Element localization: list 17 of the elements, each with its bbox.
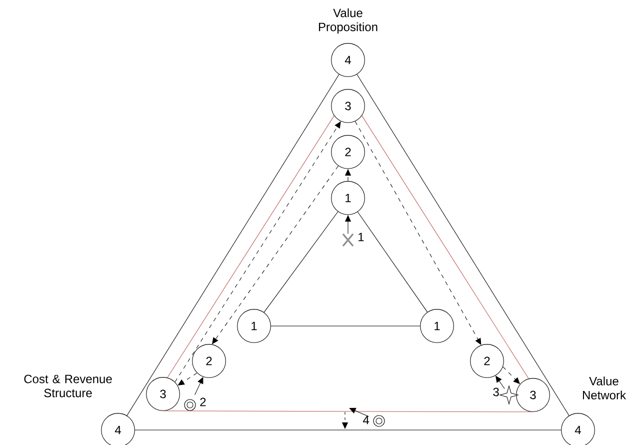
target-icon [184, 399, 196, 411]
connector-line [264, 211, 338, 313]
arrow [349, 408, 369, 417]
corner-label: Value Proposition [318, 8, 378, 34]
number-label: 3 [493, 388, 499, 396]
connector-line [162, 410, 534, 412]
connector-line [126, 74, 340, 416]
cross-icon [342, 233, 354, 247]
corner-label: Value Network [582, 376, 626, 400]
number-label: 2 [200, 398, 206, 406]
number-label: 4 [363, 416, 370, 424]
connector-line [356, 74, 570, 416]
corner-label: Cost & Revenue Structure [24, 374, 112, 398]
target-icon [373, 415, 385, 427]
connector-line [357, 212, 428, 312]
connector-line [362, 115, 529, 379]
number-label: 1 [358, 232, 364, 242]
